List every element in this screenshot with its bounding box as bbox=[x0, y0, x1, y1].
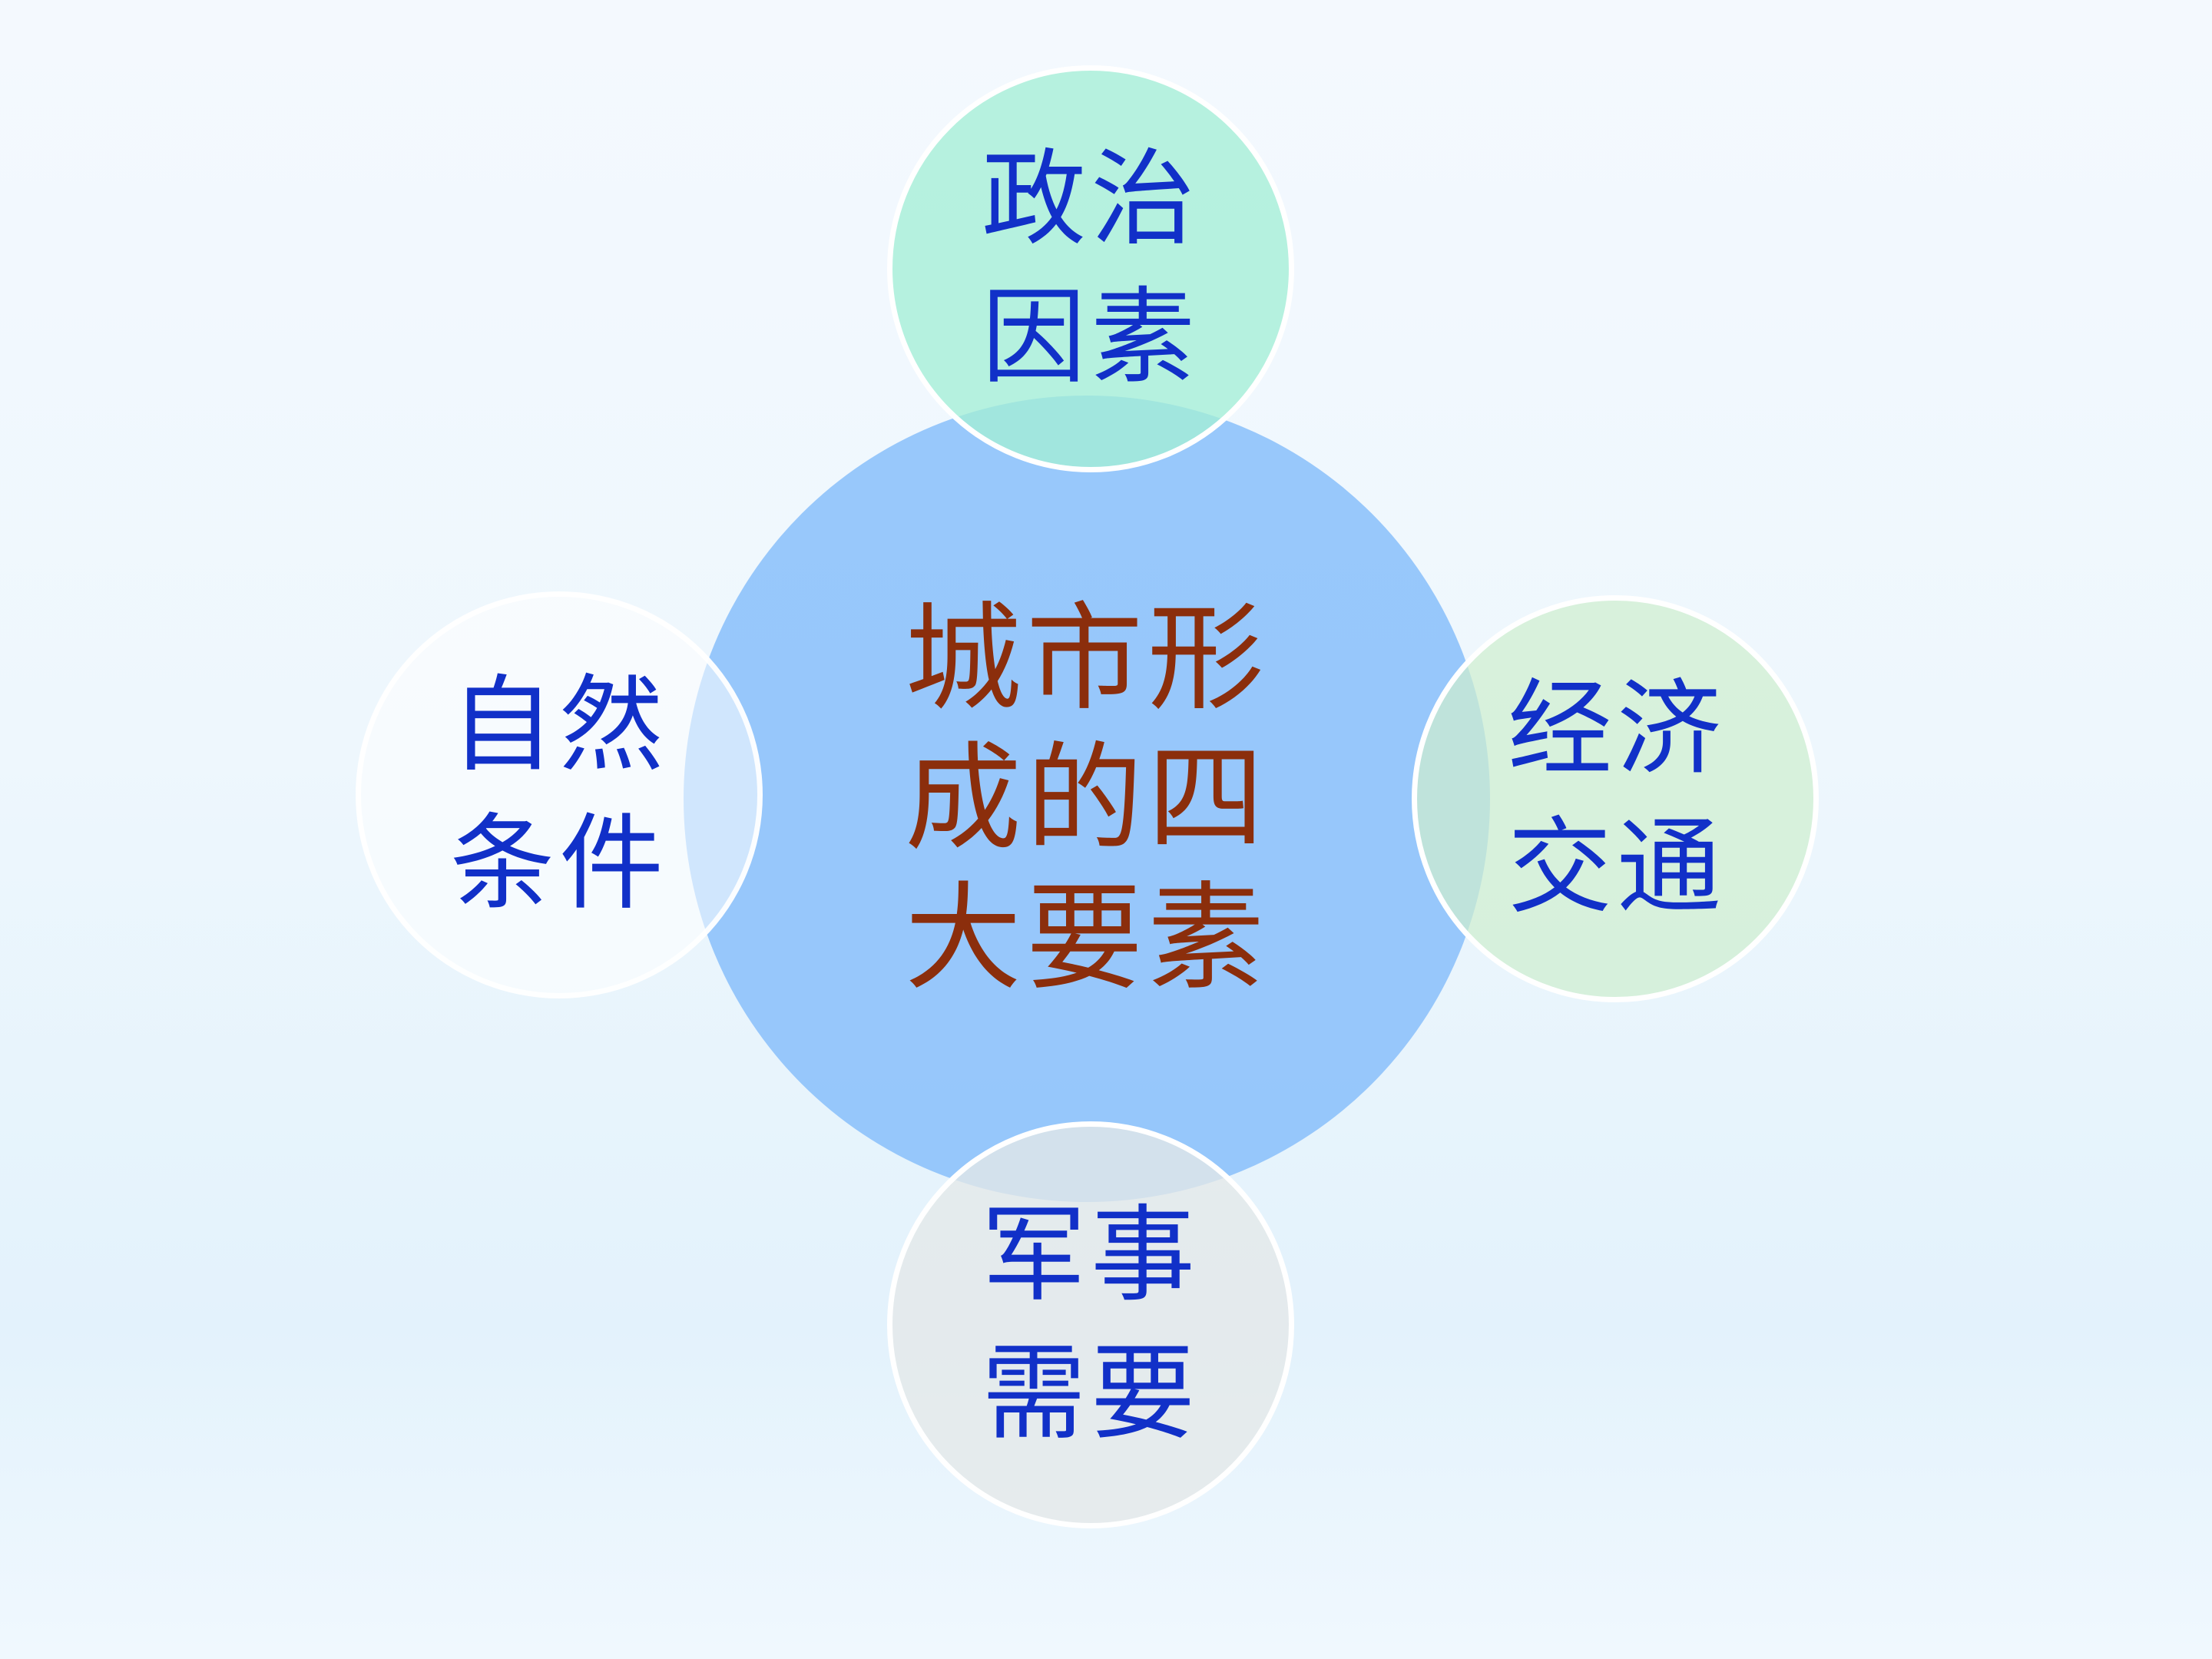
political-factor-label: 政治 因素 bbox=[982, 139, 1200, 399]
economic-transport-circle bbox=[1412, 595, 1819, 1002]
military-need-label: 军事 需要 bbox=[982, 1195, 1200, 1455]
center-circle bbox=[684, 396, 1490, 1202]
political-factor-circle bbox=[887, 65, 1294, 472]
natural-condition-label: 自然 条件 bbox=[450, 665, 668, 925]
center-label: 城市形 成的四 大要素 bbox=[905, 591, 1269, 1006]
military-need-circle bbox=[887, 1121, 1294, 1528]
natural-condition-circle bbox=[356, 591, 763, 998]
economic-transport-label: 经济 交通 bbox=[1508, 669, 1726, 929]
